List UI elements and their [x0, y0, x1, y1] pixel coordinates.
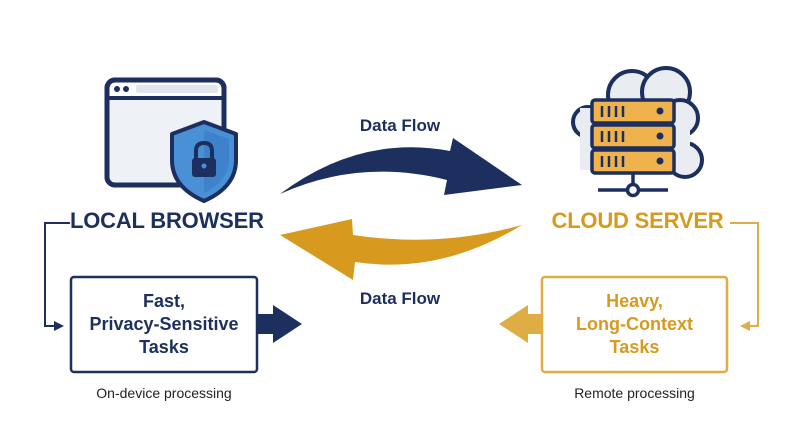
cloud-task-text: Heavy, Long-Context Tasks — [542, 277, 727, 372]
cloud-task-line-3: Tasks — [609, 337, 660, 357]
local-task-line-3: Tasks — [139, 337, 189, 357]
shield-lock-icon — [170, 120, 238, 203]
data-flow-bottom-label: Data Flow — [359, 289, 441, 308]
cloud-server-title: CLOUD SERVER — [551, 208, 724, 233]
cloud-output-arrow — [499, 305, 542, 343]
data-flow-arrow-left — [280, 219, 522, 280]
local-task-line-2: Privacy-Sensitive — [89, 314, 239, 334]
local-caption: On-device processing — [96, 385, 232, 401]
cloud-task-line-2: Long-Context — [576, 314, 693, 334]
server-rack-icon — [590, 98, 676, 198]
data-flow-arrow-right — [280, 138, 522, 195]
local-connector-line — [44, 222, 70, 331]
local-task-line-1: Fast, — [142, 291, 185, 311]
cloud-caption: Remote processing — [574, 385, 695, 401]
cloud-task-line-1: Heavy, — [606, 291, 663, 311]
local-output-arrow — [257, 305, 302, 343]
local-task-text: Fast, Privacy-Sensitive Tasks — [71, 277, 257, 372]
cloud-connector-line — [730, 222, 759, 331]
data-flow-top-label: Data Flow — [359, 116, 441, 135]
local-browser-title: LOCAL BROWSER — [70, 208, 264, 233]
